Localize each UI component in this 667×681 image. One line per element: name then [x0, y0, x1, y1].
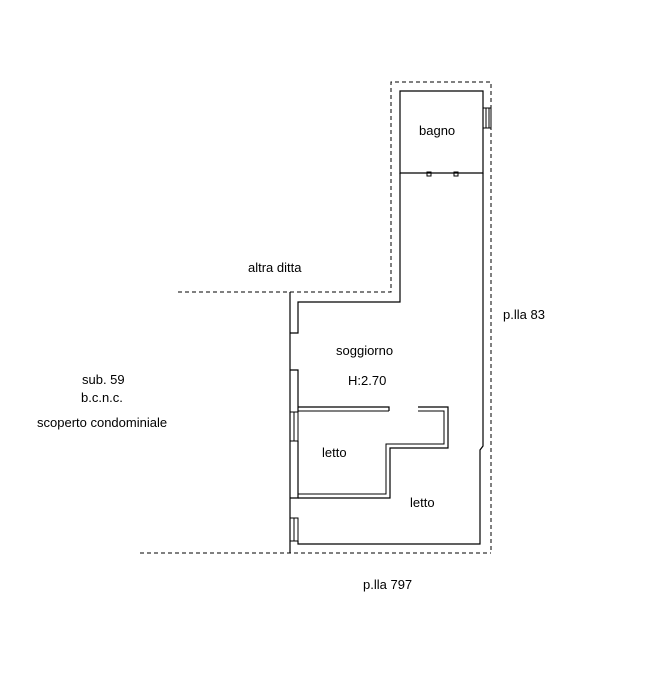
ceiling-height-label: H:2.70	[348, 373, 386, 388]
bedroom-partitions	[298, 406, 449, 499]
outer-walls	[289, 173, 484, 553]
bagno-label: bagno	[419, 123, 455, 138]
bcnc-label: b.c.n.c.	[81, 390, 123, 405]
sub-label: sub. 59	[82, 372, 125, 387]
altra-ditta-label: altra ditta	[248, 260, 302, 275]
bathroom-window	[482, 107, 492, 129]
boundary-lines	[140, 81, 492, 554]
letto-label-right: letto	[410, 495, 435, 510]
boundary-top-left	[178, 81, 492, 553]
plla-83-label: p.lla 83	[503, 307, 545, 322]
left-windows	[289, 411, 299, 542]
scoperto-label: scoperto condominiale	[37, 415, 167, 430]
bathroom-room	[399, 90, 492, 177]
soggiorno-label: soggiorno	[336, 343, 393, 358]
letto-label-left: letto	[322, 445, 347, 460]
plla-797-label: p.lla 797	[363, 577, 412, 592]
